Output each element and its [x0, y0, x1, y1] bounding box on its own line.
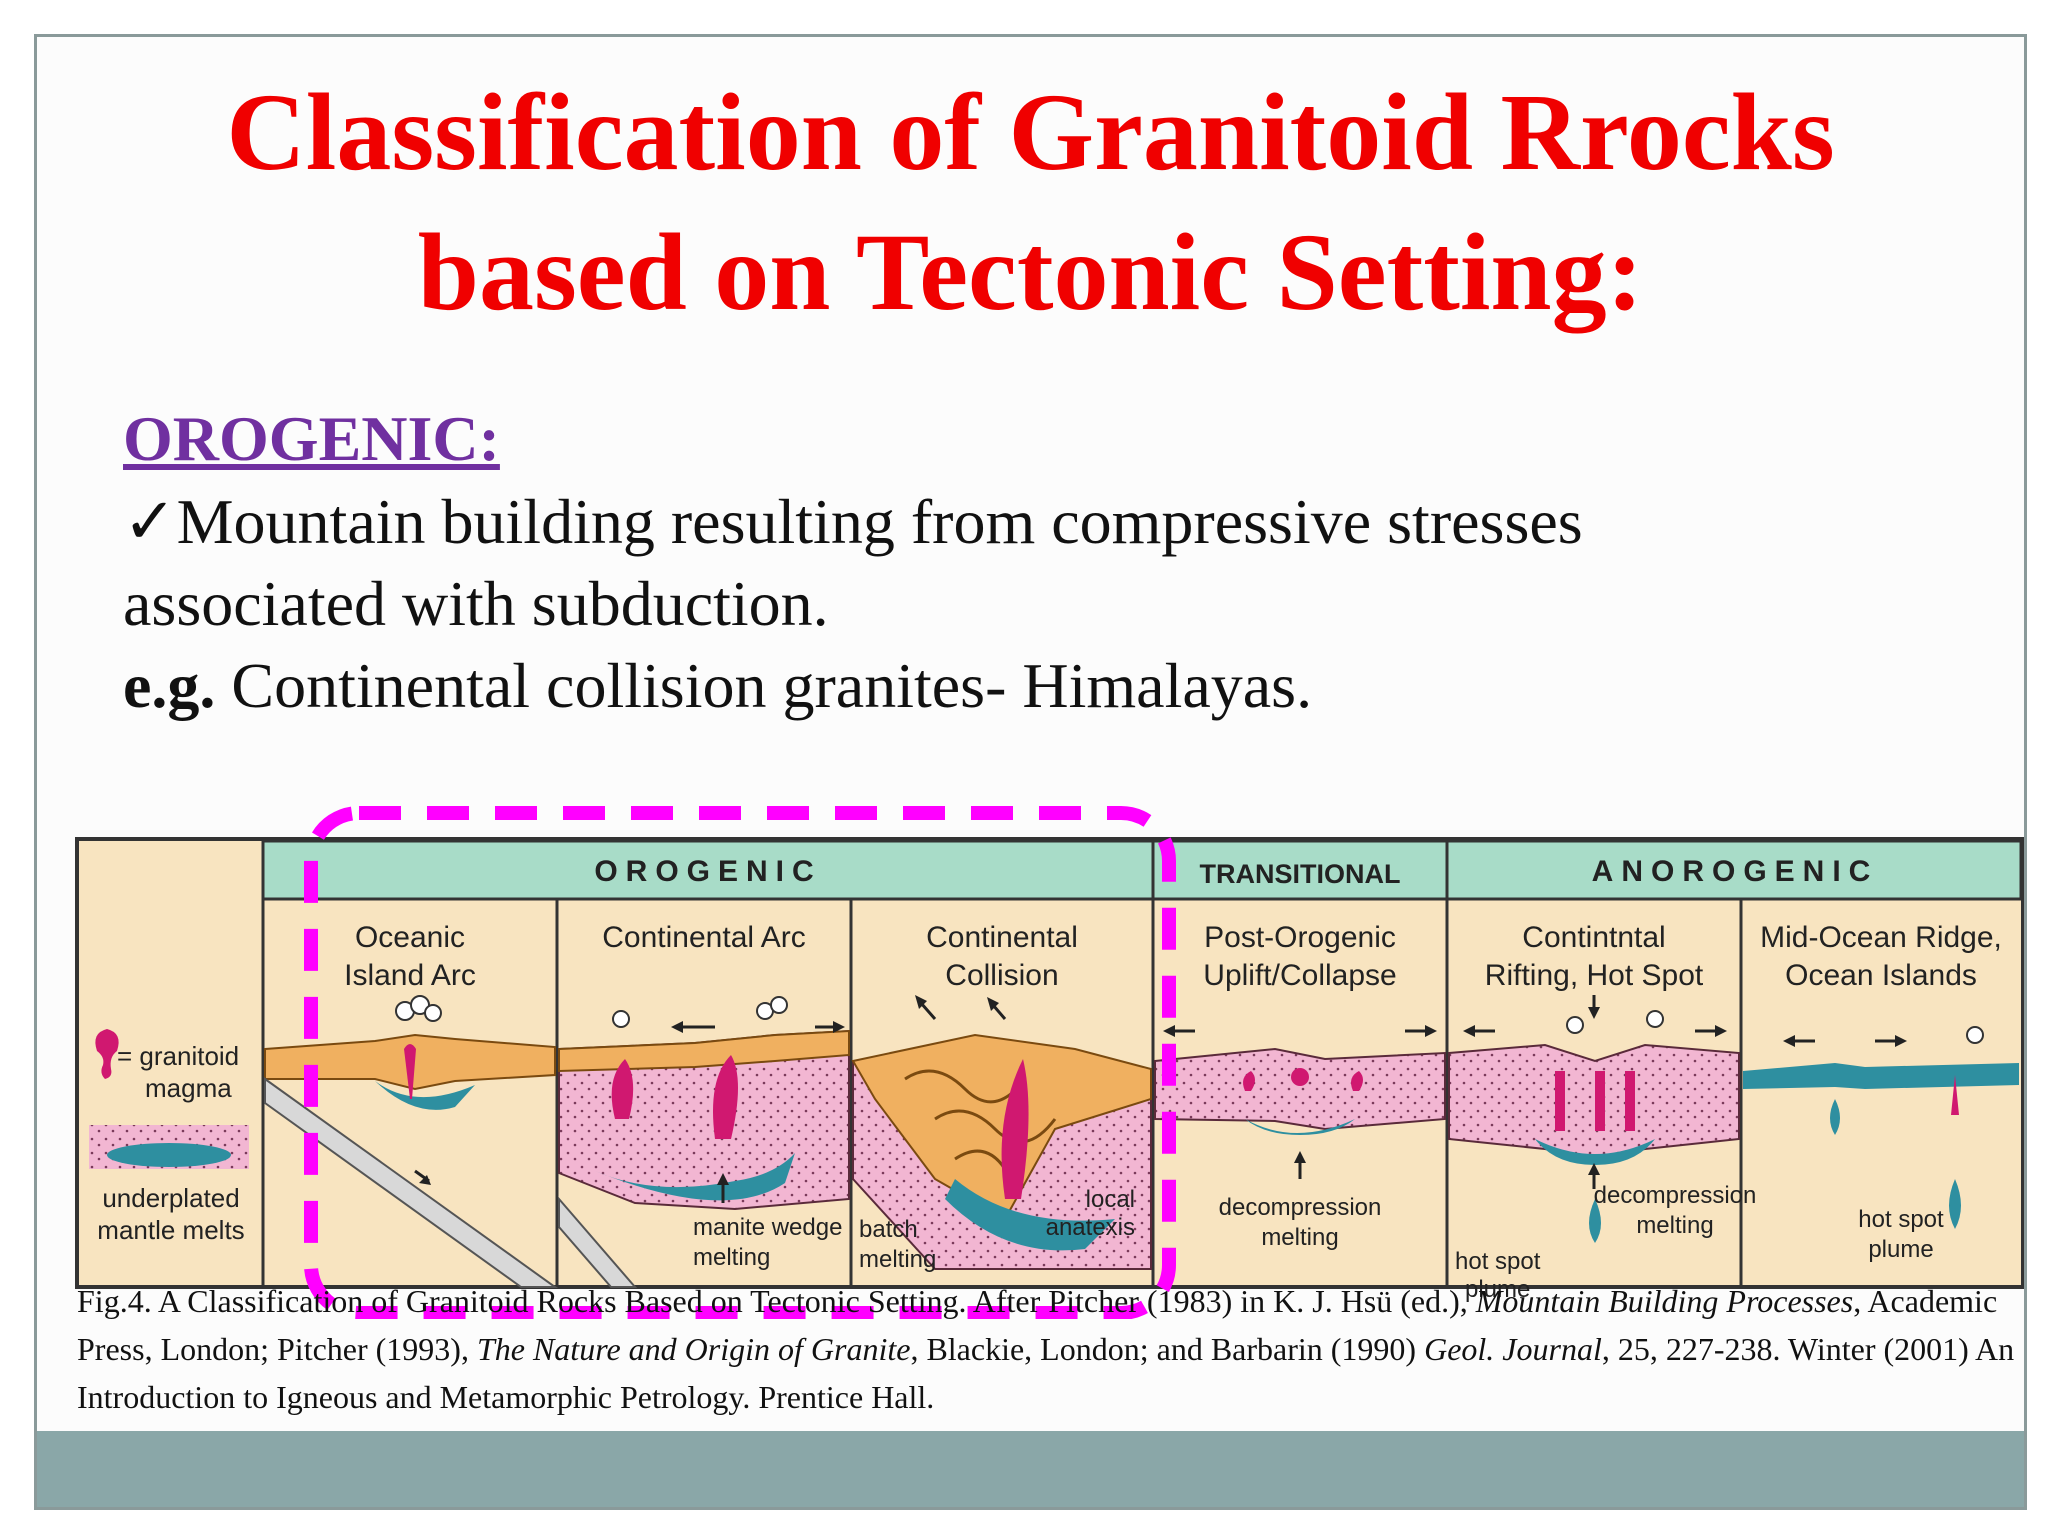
panel-continental-arc: manite wedge melting [558, 996, 850, 1288]
caption-italic-2: The Nature and Origin of Granite [476, 1331, 911, 1367]
legend-granitoid-label: = granitoid [117, 1041, 239, 1071]
example-text: Continental collision granites- Himalaya… [215, 650, 1313, 721]
label-hotspot-ocean-1: hot spot [1858, 1206, 1944, 1233]
orogenic-highlight-box [304, 806, 1176, 1319]
label-batch-1: batch [859, 1216, 918, 1243]
label-mantle-wedge-1: manite wedge [693, 1214, 842, 1241]
label-mantle-wedge-2: melting [693, 1244, 770, 1271]
label-decompression-2: melting [1261, 1224, 1338, 1251]
panel-title-post-orogenic-1: Post-Orogenic [1204, 921, 1396, 954]
panel-title-oceanic-island-arc-1: Oceanic [355, 921, 465, 954]
slide-title-line1: Classification of Granitoid Rrocks [226, 71, 1835, 193]
panel-post-orogenic: decompression melting [1154, 1025, 1446, 1251]
panel-title-oceanic-island-arc-2: Island Arc [344, 959, 476, 992]
tectonic-setting-figure: OROGENIC TRANSITIONAL ANOROGENIC Oceanic… [75, 799, 2024, 1319]
label-hotspot-rift-2: plume [1465, 1276, 1530, 1303]
label-hotspot-rift-1: hot spot [1455, 1248, 1541, 1275]
legend-magma-label: magma [145, 1073, 232, 1103]
panel-title-rifting-2: Rifting, Hot Spot [1485, 959, 1704, 992]
group-label-anorogenic: ANOROGENIC [1592, 855, 1879, 888]
panel-oceanic-island-arc [264, 995, 559, 1288]
bullet-point-line1: ✓Mountain building resulting from compre… [123, 485, 1583, 559]
legend-underplated-label: underplated [102, 1183, 239, 1213]
panel-title-continental-collision-2: Collision [945, 959, 1058, 992]
label-hotspot-ocean-2: plume [1868, 1236, 1933, 1263]
legend-mantle-melts-label: mantle melts [97, 1215, 244, 1245]
label-decompression-1: decompression [1219, 1194, 1382, 1221]
group-label-orogenic: OROGENIC [594, 855, 821, 888]
figure-caption: Fig.4. A Classification of Granitoid Roc… [77, 1277, 2017, 1421]
slide-title-line2: based on Tectonic Setting: [417, 211, 1644, 333]
legend-underplated-melts: underplated mantle melts [89, 1125, 249, 1245]
legend-granitoid-magma: = granitoid magma [95, 1029, 239, 1103]
caption-italic-3: Geol. Journal [1424, 1331, 1602, 1367]
slide: Classification of Granitoid Rrocks based… [34, 34, 2027, 1510]
label-local-2: anatexis [1046, 1214, 1135, 1241]
header-band [261, 839, 2023, 901]
label-decompression-rift-2: melting [1636, 1212, 1713, 1239]
panel-title-post-orogenic-2: Uplift/Collapse [1203, 959, 1396, 992]
caption-text-2: , Academic Press, London; Pitcher (1993)… [77, 1283, 1998, 1367]
label-local-1: local [1086, 1186, 1135, 1213]
group-label-transitional: TRANSITIONAL [1200, 859, 1401, 889]
checkmark-icon: ✓ [123, 486, 177, 557]
figure-svg: OROGENIC TRANSITIONAL ANOROGENIC Oceanic… [75, 806, 2024, 1319]
section-heading: OROGENIC: [123, 403, 500, 474]
footer-band [37, 1431, 2024, 1507]
panel-mid-ocean-ridge: hot spot plume [1743, 1026, 2019, 1263]
caption-text-1: Fig.4. A Classification of Granitoid Roc… [77, 1283, 1476, 1319]
panel-title-mid-ocean-1: Mid-Ocean Ridge, [1760, 921, 2002, 954]
caption-text-3: , Blackie, London; and Barbarin (1990) [910, 1331, 1425, 1367]
bullet-point-line2: associated with subduction. [123, 568, 829, 639]
bullet-text-line1: Mountain building resulting from compres… [176, 486, 1583, 557]
panel-continental-collision: batch melting local anatexis [851, 995, 1152, 1273]
panel-title-mid-ocean-2: Ocean Islands [1785, 959, 1977, 992]
caption-italic-1: Mountain Building Processes [1475, 1283, 1854, 1319]
panel-title-continental-collision-1: Continental [926, 921, 1078, 954]
panel-title-continental-arc-1: Continental Arc [602, 921, 805, 954]
panel-continental-rifting: hot spot plume decompression melting [1448, 995, 1757, 1303]
panel-title-rifting-1: Contintntal [1522, 921, 1665, 954]
example-line: e.g. Continental collision granites- Him… [123, 649, 1312, 723]
example-prefix: e.g. [123, 650, 216, 721]
label-decompression-rift-1: decompression [1594, 1182, 1757, 1209]
label-batch-2: melting [859, 1246, 936, 1273]
caption-text-4: , 25, 227-238. Winter (2001) An Introduc… [77, 1331, 2015, 1415]
